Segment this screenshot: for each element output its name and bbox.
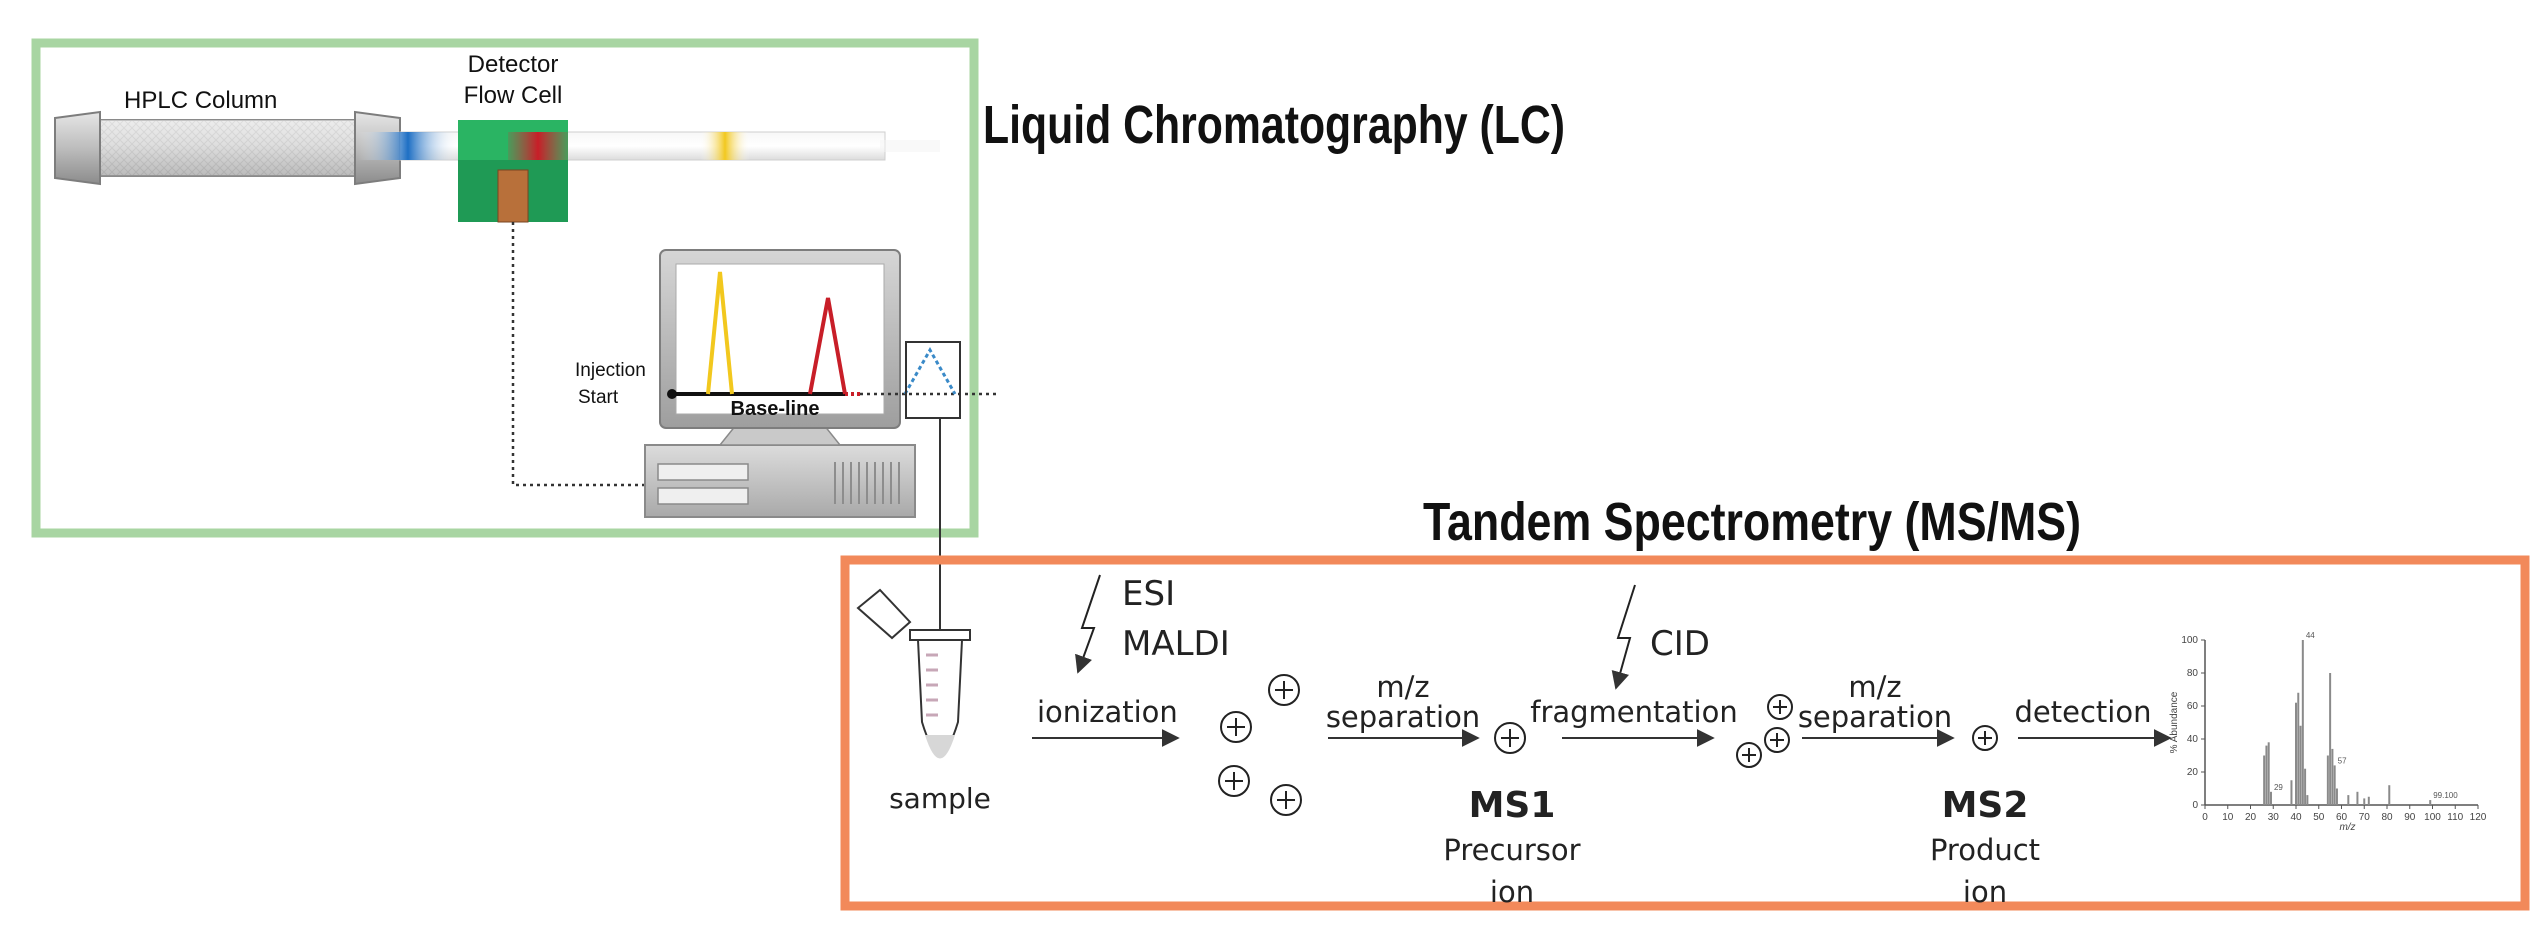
detector-signal-line bbox=[511, 222, 650, 487]
chart-y-tick-label: 60 bbox=[2187, 701, 2199, 712]
chart-x-axis-label: m/z bbox=[2339, 822, 2355, 833]
computer bbox=[644, 249, 916, 518]
mass-spectrum-chart: 0 10 20 30 40 50 60 70 80 90 100 110 120 0 20 40 60 80 100… bbox=[2169, 631, 2487, 833]
chart-x-tick-label: 70 bbox=[2359, 812, 2371, 823]
hplc-column-label: HPLC Column bbox=[124, 87, 277, 114]
chart-x-tick-label: 120 bbox=[2470, 812, 2487, 823]
mz-separation-1-line1: m/z bbox=[1376, 670, 1429, 704]
ion-source-lightning-icon bbox=[1075, 574, 1101, 674]
detection-label: detection bbox=[2015, 695, 2152, 729]
hplc-column bbox=[54, 110, 401, 186]
sample-tube-icon bbox=[856, 588, 971, 759]
fragmentation-label: fragmentation bbox=[1530, 695, 1737, 729]
chart-x-tick-label: 30 bbox=[2268, 812, 2280, 823]
chart-x-tick-label: 60 bbox=[2336, 812, 2348, 823]
chart-x-tick-label: 10 bbox=[2222, 812, 2234, 823]
chart-y-axis-label: % Abundance bbox=[2169, 691, 2180, 753]
chart-y-tick-label: 0 bbox=[2192, 800, 2198, 811]
spectrum-peak-label: 57 bbox=[2338, 756, 2347, 765]
ms-box bbox=[840, 555, 2530, 911]
injection-label-line2: Start bbox=[578, 387, 619, 408]
chart-x-tick-label: 110 bbox=[2447, 812, 2463, 823]
ms2-label: MS2 bbox=[1942, 785, 2029, 826]
detector-flow-cell bbox=[458, 120, 568, 223]
ion-source-esi: ESI bbox=[1122, 574, 1175, 614]
product-ion-line1: Product bbox=[1930, 833, 2040, 867]
mz-separation-2-line2: separation bbox=[1798, 700, 1952, 734]
chart-x-tick-label: 40 bbox=[2290, 812, 2302, 823]
baseline-label: Base-line bbox=[731, 398, 820, 420]
cid-lightning-icon bbox=[1611, 584, 1636, 690]
blue-analyte-band bbox=[358, 132, 458, 160]
cid-label: CID bbox=[1650, 624, 1710, 664]
chart-x-tick-label: 0 bbox=[2202, 812, 2208, 823]
chart-y-tick-label: 100 bbox=[2181, 635, 2198, 646]
mz-separation-2-line1: m/z bbox=[1848, 670, 1901, 704]
lc-title: Liquid Chromatography (LC) bbox=[983, 95, 1565, 155]
lc-box bbox=[31, 38, 979, 538]
detector-label-line1: Detector bbox=[468, 51, 559, 78]
chart-y-tick-label: 40 bbox=[2187, 734, 2199, 745]
mz-separation-1-line2: separation bbox=[1326, 700, 1480, 734]
product-ion-icon bbox=[1972, 725, 1998, 751]
sample-label: sample bbox=[889, 782, 991, 815]
yellow-analyte-band bbox=[700, 132, 750, 160]
chart-x-tick-label: 90 bbox=[2404, 812, 2416, 823]
chart-x-tick-label: 50 bbox=[2313, 812, 2325, 823]
ion-cluster bbox=[1218, 674, 1302, 816]
fragment-ions-icon bbox=[1736, 694, 1793, 768]
ionization-label: ionization bbox=[1037, 695, 1178, 729]
ion-source-maldi: MALDI bbox=[1122, 624, 1230, 664]
chromatogram bbox=[667, 271, 1000, 399]
ms1-label: MS1 bbox=[1469, 785, 1556, 826]
precursor-ion-line1: Precursor bbox=[1443, 833, 1580, 867]
precursor-ion-icon bbox=[1494, 722, 1526, 754]
chart-x-tick-label: 80 bbox=[2381, 812, 2393, 823]
spectrum-peak-label: 99.100 bbox=[2433, 791, 2458, 800]
chart-x-tick-label: 100 bbox=[2424, 812, 2441, 823]
detector-label-line2: Flow Cell bbox=[464, 82, 563, 109]
product-ion-line2: ion bbox=[1963, 875, 2007, 909]
precursor-ion-line2: ion bbox=[1490, 875, 1534, 909]
chart-y-tick-label: 20 bbox=[2187, 767, 2199, 778]
chart-y-tick-label: 80 bbox=[2187, 668, 2199, 679]
peak-zoom-box bbox=[905, 341, 961, 419]
spectrum-peak-label: 44 bbox=[2306, 631, 2315, 640]
spectrum-peak-label: 29 bbox=[2274, 783, 2283, 792]
chart-x-tick-label: 20 bbox=[2245, 812, 2257, 823]
ms-title: Tandem Spectrometry (MS/MS) bbox=[1423, 492, 2081, 552]
injection-label-line1: Injection bbox=[575, 360, 646, 381]
